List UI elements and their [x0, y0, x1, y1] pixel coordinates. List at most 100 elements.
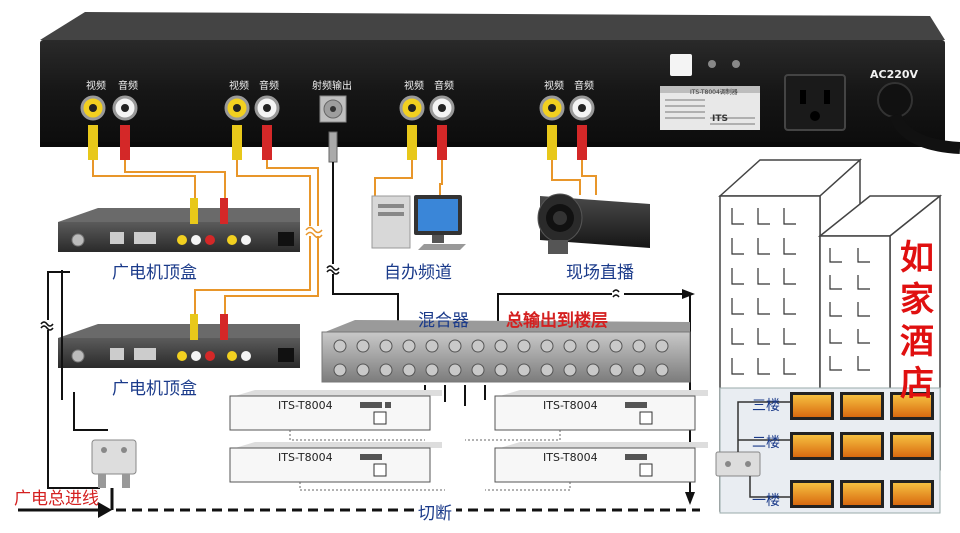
label-total-output: 总输出到楼层	[506, 311, 608, 331]
nameplate-brand: ITS	[712, 114, 728, 124]
port-label-audio-2: 音频	[259, 81, 279, 92]
mixer-port	[540, 363, 554, 377]
module-label-4: ITS-T8004	[543, 451, 598, 464]
floor-label-1: 一楼	[752, 493, 780, 509]
tv-screen-picture	[843, 483, 881, 505]
building-window	[757, 238, 770, 255]
power-cord	[877, 82, 913, 118]
building-window	[731, 298, 744, 315]
mixer-port	[402, 363, 416, 377]
main-input-line	[18, 488, 700, 518]
hotel-char-2: 家	[900, 280, 934, 320]
building-window	[783, 268, 796, 285]
port-label-audio-3: 音频	[434, 81, 454, 92]
mixer-port	[379, 339, 393, 353]
port-label-audio-4: 音频	[574, 81, 594, 92]
mixer-port	[448, 363, 462, 377]
floor-label-2: 二楼	[752, 435, 780, 451]
modulator-rca-plugs	[88, 125, 587, 163]
building-window	[731, 328, 744, 345]
building-window	[829, 356, 842, 371]
mixer-port	[563, 363, 577, 377]
building-window	[829, 329, 842, 344]
mixer-port	[471, 339, 485, 353]
building-window	[857, 329, 870, 344]
mixer-port	[517, 339, 531, 353]
label-live-broadcast: 现场直播	[566, 263, 634, 283]
module-label-2: ITS-T8004	[278, 451, 333, 464]
building-window	[757, 208, 770, 225]
building-window	[757, 268, 770, 285]
mixer-port	[425, 339, 439, 353]
splitter-left	[91, 439, 137, 488]
tv-screen-picture	[793, 395, 831, 417]
building-window	[731, 268, 744, 285]
tv-screen-picture	[793, 483, 831, 505]
mixer-port	[632, 339, 646, 353]
its-module-4	[494, 442, 708, 483]
port-label-video-2: 视频	[229, 81, 249, 92]
mixer-ports	[333, 339, 669, 377]
label-main-input: 广电总进线	[14, 489, 99, 509]
tv-screen-picture	[893, 483, 931, 505]
building-window	[829, 248, 842, 263]
building-window	[857, 248, 870, 263]
mixer-port	[586, 339, 600, 353]
floor-label-3: 三楼	[752, 398, 780, 414]
mixer-port	[356, 363, 370, 377]
mixer-port	[632, 363, 646, 377]
mixer-port	[333, 363, 347, 377]
label-mixer: 混合器	[418, 311, 469, 331]
building-window	[731, 358, 744, 375]
nameplate-title: ITS-T8004调制器	[690, 89, 738, 96]
building-wiring	[737, 401, 790, 498]
module-label-3: ITS-T8004	[543, 399, 598, 412]
building-window	[783, 358, 796, 375]
building-window	[757, 328, 770, 345]
power-label: AC220V	[870, 68, 919, 81]
coax-cables	[47, 162, 690, 489]
tv-screen-picture	[893, 395, 931, 417]
mixer-port	[494, 339, 508, 353]
building-window	[857, 356, 870, 371]
label-set-top-box-1: 广电机顶盒	[112, 263, 197, 283]
mixer-port	[655, 363, 669, 377]
mixer-port	[563, 339, 577, 353]
module-wires	[289, 430, 571, 491]
building-window	[829, 302, 842, 317]
hotel-char-3: 酒	[900, 322, 934, 362]
hotel-char-4: 店	[900, 364, 934, 404]
building-window	[857, 275, 870, 290]
port-label-rf-output: 射频输出	[312, 81, 352, 92]
modulator-nameplate	[660, 86, 760, 130]
its-module-3	[494, 390, 708, 431]
port-label-video-4: 视频	[544, 81, 564, 92]
building-window	[731, 238, 744, 255]
tv-screens	[790, 392, 934, 508]
mixer-port	[402, 339, 416, 353]
label-set-top-box-2: 广电机顶盒	[112, 379, 197, 399]
mixer-port	[379, 363, 393, 377]
port-label-audio-1: 音频	[118, 81, 138, 92]
hotel-char-1: 如	[900, 238, 934, 278]
splitter-building	[715, 451, 761, 477]
building-window	[731, 208, 744, 225]
tv-screen-picture	[793, 435, 831, 457]
label-self-channel: 自办频道	[384, 263, 452, 283]
mixer-port	[609, 363, 623, 377]
its-module-1	[229, 390, 442, 431]
modulator-jacks	[80, 95, 595, 123]
mixer-port	[494, 363, 508, 377]
computer	[371, 195, 466, 250]
camera	[537, 193, 650, 254]
mixer-port	[333, 339, 347, 353]
modulator-rack	[40, 12, 960, 154]
tv-screen-picture	[893, 435, 931, 457]
building-window	[783, 208, 796, 225]
set-top-box-2	[58, 314, 300, 368]
mixer-port	[517, 363, 531, 377]
building-window	[783, 298, 796, 315]
building-window	[783, 238, 796, 255]
